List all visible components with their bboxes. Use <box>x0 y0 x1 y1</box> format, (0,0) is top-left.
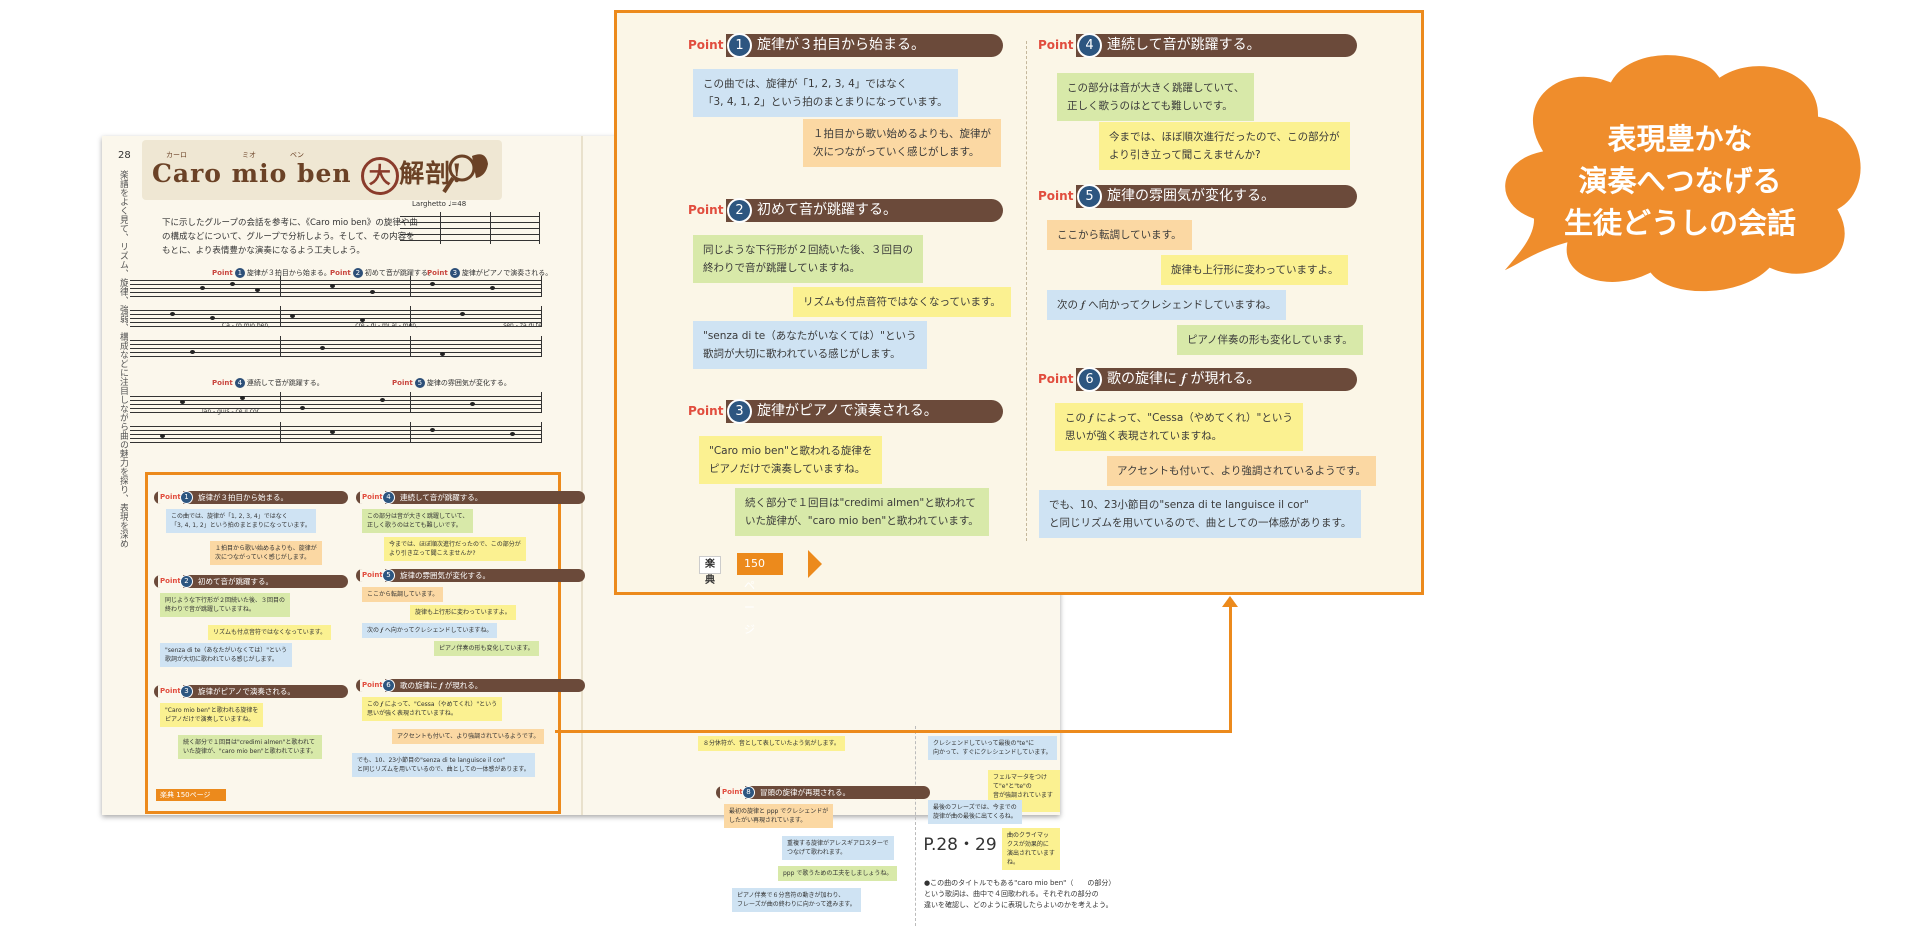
rp-bubble-5: 最後のフレーズでは、今までの 旋律が曲の最後に出てくるね。 <box>928 800 1022 824</box>
intro-text: 下に示したグループの会話を参考に、《Caro mio ben》の旋律や曲の構成な… <box>162 218 418 256</box>
ruby-mio: ミオ <box>242 151 256 159</box>
point-5-bubble-1: ここから転調しています。 <box>1047 220 1192 250</box>
title-banner: カーロ ミオ ベン Caro mio ben 大解剖! <box>142 140 502 200</box>
small-bubble: ここから転調しています。 <box>362 587 444 602</box>
small-bubble: リズムも付点音符ではなくなっています。 <box>208 625 332 640</box>
lyrics-row-1: Ca - ro mio ben,cre - di - mi al - men,s… <box>222 322 542 329</box>
rp-footnote: ●この曲のタイトルでもある"caro mio ben"（ の部分） という歌詞は… <box>924 879 1116 909</box>
point-5-bubble-3: 次の 𝆑 へ向かってクレシェンドしていますね。 <box>1047 290 1287 320</box>
small-bubble: この曲では、旋律が「1, 2, 3, 4」ではなく 「3, 4, 1, 2」とい… <box>166 509 316 533</box>
point-4-bubble-2: 今までは、ほぼ順次進行だったので、この部分が より引き立って聞こえませんか? <box>1099 122 1350 170</box>
point-2-bubble-2: リズムも付点音符ではなくなっています。 <box>793 287 1011 317</box>
piano-staff-upper <box>130 422 542 446</box>
small-bubble: アクセントも付いて、より強調されているようです。 <box>392 729 545 744</box>
staff <box>400 212 540 246</box>
connector-line-horizontal <box>555 730 1232 733</box>
ruby-ben: ベン <box>290 151 304 159</box>
title-circle-char: 大 <box>361 156 400 195</box>
point-2-bubble-3: "senza di te（あなたがいなくては）"という 歌詞が大切に歌われている… <box>693 321 927 369</box>
small-bubble: 同じような下行形が２回続いた後、３回目の 終わりで音が跳躍していますね。 <box>160 593 291 617</box>
point-5-bubble-4: ピアノ伴奏の形も変化しています。 <box>1177 325 1363 355</box>
rp-bubble-9: ピアノ伴奏で６分音符の動きが加わり、 フレーズが曲の終わりに向かって進みます。 <box>732 888 861 912</box>
title-text: Caro mio ben <box>152 159 352 188</box>
reference-label: 楽典 <box>699 556 721 586</box>
small-bubble: この 𝆑 によって、"Cessa（やめてくれ）"という 思いが強く表現されていま… <box>362 697 503 721</box>
reference-page: 150ページ <box>737 553 783 636</box>
point-6-bubble-3: でも、10、23小節目の"senza di te languisce il co… <box>1039 490 1362 538</box>
small-bubble: 続く部分で１回目は"credimi almen"と歌われて いた旋律が、"car… <box>178 735 322 759</box>
piano-staff-lower <box>130 336 542 360</box>
score-row-1 <box>130 276 542 366</box>
small-bubble: 次の 𝆑 へ向かってクレシェンドしていますね。 <box>362 623 498 638</box>
small-bubble: 旋律も上行形に変わっていますよ。 <box>410 605 516 620</box>
magnifier-icon <box>442 154 488 194</box>
point-1-bubble-2: １拍目から歌い始めるよりも、旋律が 次につながっていく感じがします。 <box>803 119 1001 167</box>
spread-gutter <box>581 136 583 815</box>
rp-bubble-2: クレシェンドしていって最後の"te"に 向かって、すぐにクレシェンドしています。 <box>928 736 1057 760</box>
arrow-right-icon <box>808 550 822 578</box>
point-1-bubble-1: この曲では、旋律が「1, 2, 3, 4」ではなく 「3, 4, 1, 2」とい… <box>693 69 958 117</box>
score-row-2 <box>130 392 542 452</box>
rp-bubble-4: 最初の旋律と ppp でクレシェンドが したがい再現されています。 <box>724 804 834 828</box>
point-4-bubble-1: この部分は音が大きく跳躍していて、 正しく歌うのはとても難しいです。 <box>1057 73 1255 121</box>
point-3-bubble-2: 続く部分で１回目は"credimi almen"と歌われて いた旋律が、"car… <box>735 488 989 536</box>
lyrics-row-2: lan - guis - ce il cor. <box>202 408 261 415</box>
speech-cloud-icon <box>1491 51 1865 296</box>
small-bubble: 今までは、ほぼ順次進行だったので、この部分が より引き立って聞こえませんか? <box>384 537 526 561</box>
small-bubble: "senza di te（あなたがいなくては）"という 歌詞が大切に歌われている… <box>160 643 293 667</box>
small-bubble: １拍目から歌い始めるよりも、旋律が 次につながっていく感じがします。 <box>210 541 322 565</box>
right-page-divider <box>915 726 916 926</box>
small-bubble: "Caro mio ben"と歌われる旋律を ピアノだけで演奏していますね。 <box>160 703 264 727</box>
point-6-bubble-1: この 𝆑 によって、"Cessa（やめてくれ）"という 思いが強く表現されていま… <box>1055 403 1303 451</box>
page-number: 28 <box>118 150 131 161</box>
point-5-bubble-2: 旋律も上行形に変わっていますよ。 <box>1161 255 1349 285</box>
piano-staff-upper <box>130 306 542 330</box>
voice-staff <box>130 276 542 300</box>
rp-bubble-8: ppp で歌うための工夫をしましょうね。 <box>778 866 898 881</box>
tempo-marking: Larghetto ♩=48 <box>412 200 467 208</box>
rp-bubble-1: ８分休符が、音として表していたよう気がします。 <box>698 736 845 751</box>
connector-arrow-icon <box>1222 596 1238 607</box>
cloud-caption: 表現豊かな 演奏へつなげる 生徒どうしの会話 <box>1563 122 1796 240</box>
page-caption: P.28・29 <box>923 835 997 855</box>
connector-line-vertical <box>1229 604 1232 733</box>
score-intro <box>400 212 540 252</box>
column-divider <box>1026 41 1027 541</box>
small-bubble: この部分は音が大きく跳躍していて、 正しく歌うのはとても難しいです。 <box>362 509 474 533</box>
point-6-bubble-2: アクセントも付いて、より強調されているようです。 <box>1107 456 1377 486</box>
page-title: Caro mio ben 大解剖! <box>152 154 463 195</box>
small-bubble: ピアノ伴奏の形も変化しています。 <box>434 641 539 656</box>
vertical-instruction: 楽譜をよく見て、リズム、旋律、強弱、構成などに注目しながら曲の魅力を探り、表現を… <box>118 170 128 548</box>
voice-staff <box>130 392 542 416</box>
point-2-bubble-1: 同じような下行形が２回続いた後、３回目の 終わりで音が跳躍していますね。 <box>693 235 923 283</box>
small-bubble: でも、10、23小節目の"senza di te languisce il co… <box>352 753 535 777</box>
small-ref-tag: 楽典 150ページ <box>156 789 227 801</box>
point-3-bubble-1: "Caro mio ben"と歌われる旋律を ピアノだけで演奏していますね。 <box>699 436 883 484</box>
ruby-caro: カーロ <box>166 151 187 159</box>
